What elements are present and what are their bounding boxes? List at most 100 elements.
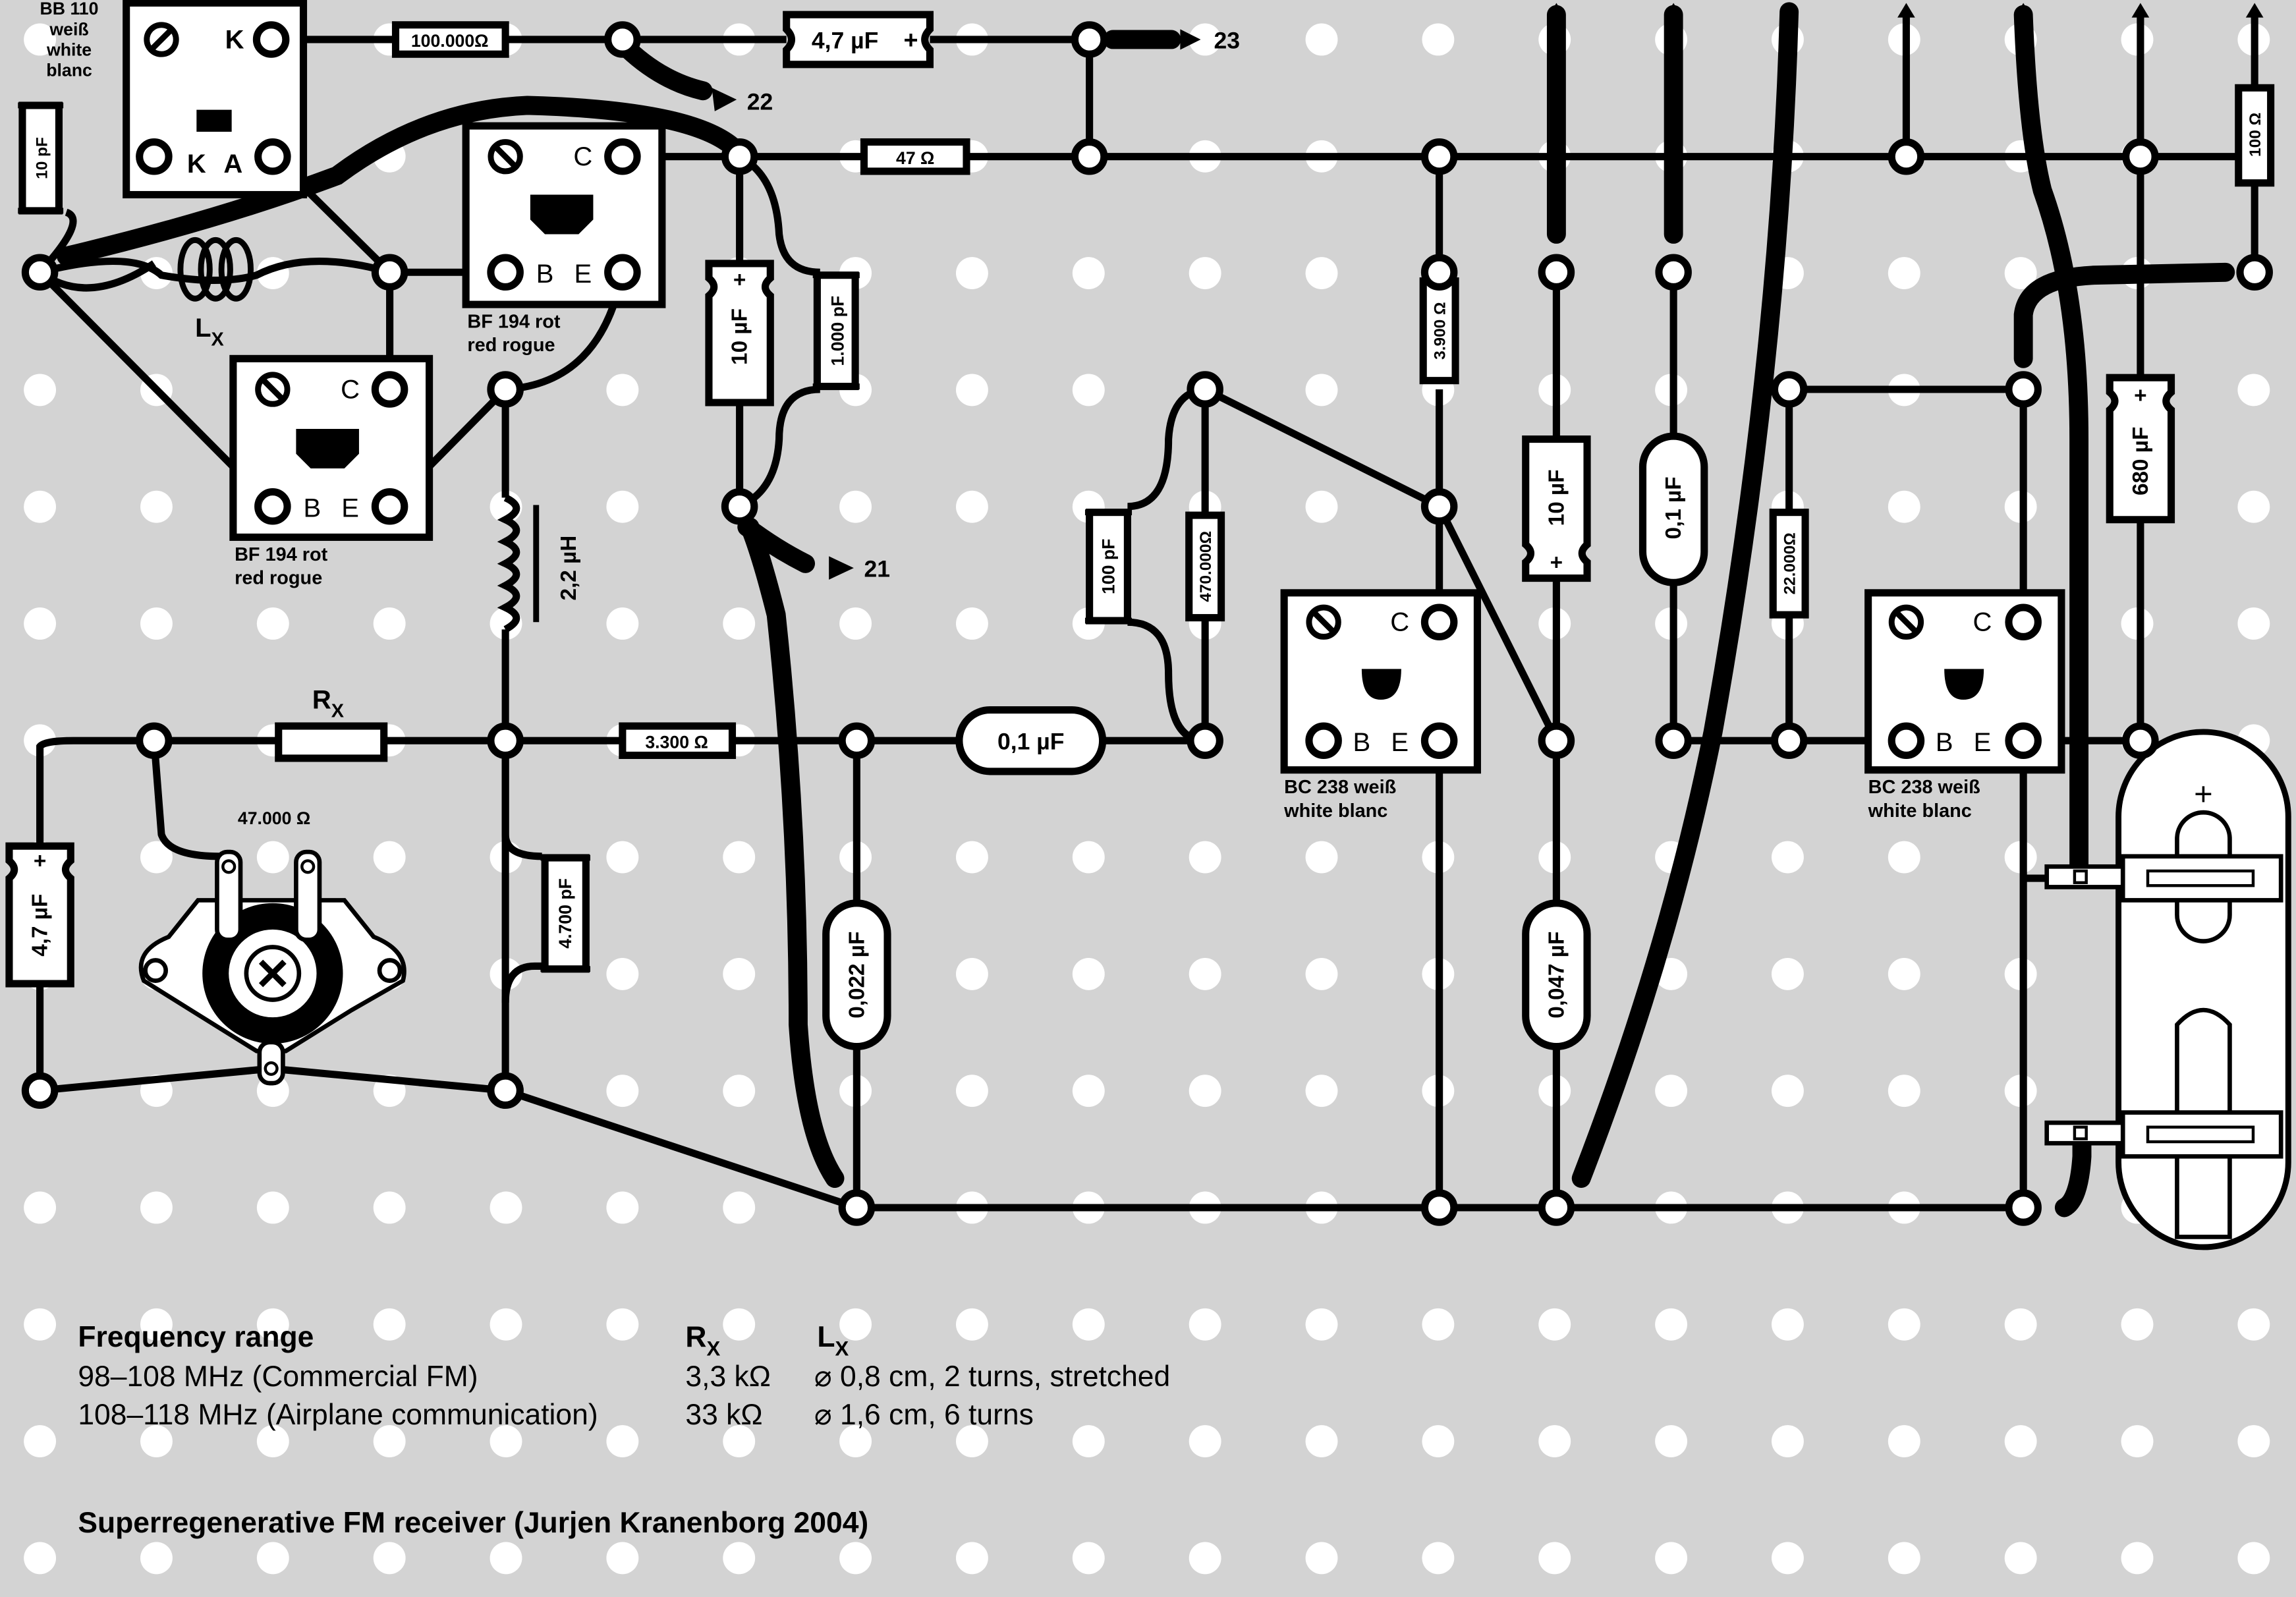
grid-dot bbox=[24, 374, 57, 406]
grid-dot bbox=[1422, 1425, 1455, 1458]
grid-dot bbox=[1189, 23, 1221, 56]
connection-node bbox=[487, 371, 524, 408]
connection-node bbox=[721, 488, 758, 525]
grid-dot bbox=[723, 607, 756, 640]
grid-dot bbox=[1072, 841, 1105, 874]
c10u-a-plus: + bbox=[733, 267, 746, 292]
grid-dot bbox=[24, 490, 57, 523]
grid-dot bbox=[1422, 1542, 1455, 1575]
grid-dot bbox=[1771, 841, 1804, 874]
connection-node bbox=[1420, 488, 1458, 525]
grid-dot bbox=[1771, 1542, 1804, 1575]
c680u-plus: + bbox=[2134, 383, 2146, 408]
capacitor-4u7-left bbox=[5, 842, 74, 988]
resistor-3k3 bbox=[619, 722, 737, 760]
grid-dot bbox=[1072, 1308, 1105, 1341]
grid-dot bbox=[1771, 1075, 1804, 1107]
arrow-23-label: 23 bbox=[1214, 27, 1240, 53]
connection-node bbox=[487, 722, 524, 760]
connection-node bbox=[2122, 722, 2159, 760]
grid-dot bbox=[1072, 1542, 1105, 1575]
grid-dot bbox=[606, 1075, 639, 1107]
c0u1-a-value: 0,1 µF bbox=[1662, 476, 1686, 539]
grid-dot bbox=[1888, 1542, 1920, 1575]
grid-dot bbox=[2004, 1542, 2037, 1575]
t3-sub: white blanc bbox=[1283, 800, 1387, 822]
c47n-value: 0,047 µF bbox=[1544, 932, 1569, 1019]
t4-name: BC 238 weiß bbox=[1868, 777, 1980, 798]
legend-col-rx: RX bbox=[685, 1321, 720, 1360]
connection-node bbox=[1420, 722, 1458, 760]
grid-dot bbox=[1538, 1542, 1571, 1575]
grid-dot bbox=[1655, 1308, 1688, 1341]
grid-dot bbox=[1888, 257, 1920, 290]
grid-dot bbox=[373, 607, 406, 640]
connection-node bbox=[487, 254, 524, 291]
grid-dot bbox=[1888, 1308, 1920, 1341]
component-labels: BB 110 weiß white blanc K K A C B E C B … bbox=[28, 0, 2264, 1019]
pin-b-t4: B bbox=[1936, 728, 1953, 757]
capacitor-10uf-b bbox=[1522, 435, 1591, 582]
c4u7-left-value: 4,7 µF bbox=[28, 894, 53, 957]
legend-row1-lx: ⌀ 0,8 cm, 2 turns, stretched bbox=[814, 1360, 1170, 1393]
grid-dot bbox=[839, 1308, 872, 1341]
connection-node bbox=[1538, 1189, 1575, 1226]
grid-dot bbox=[1189, 1075, 1221, 1107]
grid-dot bbox=[140, 1308, 173, 1341]
grid-dot bbox=[140, 1542, 173, 1575]
pin-c-t4: C bbox=[1973, 608, 1992, 637]
pin-b-t1: B bbox=[536, 260, 554, 289]
grid-dot bbox=[839, 1425, 872, 1458]
grid-dot bbox=[955, 257, 988, 290]
grid-dot bbox=[606, 1308, 639, 1341]
grid-dot bbox=[1888, 490, 1920, 523]
connection-node bbox=[371, 371, 408, 408]
grid-dot bbox=[490, 1191, 522, 1224]
grid-dot bbox=[140, 841, 173, 874]
pin-k-top: K bbox=[225, 25, 244, 54]
grid-dot bbox=[1305, 374, 1338, 406]
grid-dot bbox=[1655, 1075, 1688, 1107]
pin-e-t4: E bbox=[1974, 728, 1992, 757]
t4-sub: white blanc bbox=[1868, 800, 1972, 822]
grid-dot bbox=[490, 1542, 522, 1575]
grid-dot bbox=[1189, 841, 1221, 874]
c680u-value: 680 µF bbox=[2129, 427, 2153, 495]
grid-dot bbox=[723, 957, 756, 990]
c22n-value: 0,022 µF bbox=[845, 932, 869, 1019]
grid-dot bbox=[1305, 257, 1338, 290]
grid-dot bbox=[955, 374, 988, 406]
legend-row2-lx: ⌀ 1,6 cm, 6 turns bbox=[814, 1399, 1034, 1431]
legend-row2-rx: 33 kΩ bbox=[685, 1399, 762, 1431]
grid-dot bbox=[1072, 374, 1105, 406]
grid-dot bbox=[2237, 374, 2270, 406]
inductor-lx bbox=[177, 237, 254, 302]
grid-dot bbox=[24, 1308, 57, 1341]
grid-dot bbox=[24, 1191, 57, 1224]
grid-dot bbox=[1422, 23, 1455, 56]
r3k3-value: 3.300 Ω bbox=[645, 732, 708, 752]
c10p-value: 10 pF bbox=[34, 137, 51, 179]
connection-node bbox=[2236, 254, 2273, 291]
grid-dot bbox=[256, 1425, 289, 1458]
c10u-b-plus: + bbox=[1550, 550, 1563, 574]
c4u7-top-plus: + bbox=[904, 26, 918, 54]
r470k-value: 470.000Ω bbox=[1197, 531, 1215, 602]
resistor-470k bbox=[1185, 511, 1225, 622]
grid-dot bbox=[373, 841, 406, 874]
inductor-2u2 bbox=[497, 494, 540, 633]
grid-dot bbox=[140, 490, 173, 523]
connection-node bbox=[604, 254, 641, 291]
t2-sub: red rogue bbox=[235, 568, 322, 589]
c0u1-b-value: 0,1 µF bbox=[997, 729, 1064, 755]
connection-node bbox=[2005, 371, 2042, 408]
grid-dot bbox=[1072, 257, 1105, 290]
grid-dot bbox=[2237, 1425, 2270, 1458]
legend-col-lx: LX bbox=[817, 1321, 849, 1360]
connection-node bbox=[838, 722, 876, 760]
grid-dot bbox=[490, 1425, 522, 1458]
c1000p-value: 1.000 pF bbox=[827, 296, 847, 366]
arrow-21-label: 21 bbox=[864, 555, 890, 582]
connection-node bbox=[487, 1072, 524, 1109]
